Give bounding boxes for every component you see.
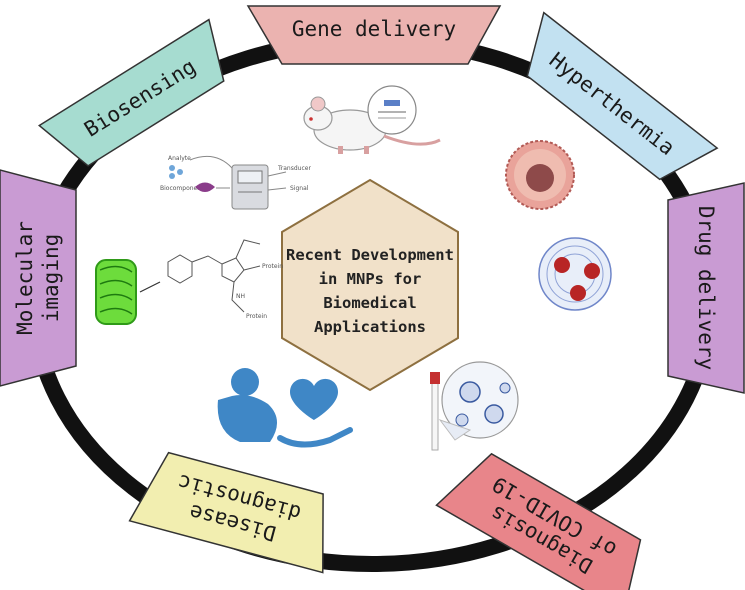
center-line-2: in MNPs for: [319, 270, 422, 288]
segment-drug-delivery: Drug delivery: [667, 182, 745, 394]
molecular-banner: [0, 169, 77, 387]
biosensor-analyte-label: Analyte: [168, 155, 191, 162]
biosensor-device-icon: Analyte Biocomponent Transducer Signal: [160, 155, 311, 210]
hyperthermia-banner: [526, 11, 719, 181]
segment-biosensing: Biosensing: [38, 18, 225, 167]
center-line-4: Applications: [314, 318, 426, 336]
segment-covid: Diagnosis of COVID-19: [435, 452, 642, 590]
segment-hyperthermia: Hyperthermia: [526, 11, 719, 181]
nanoparticle-cluster-icon: [538, 237, 612, 311]
covid-banner: [435, 452, 642, 590]
disease-banner: [128, 451, 324, 574]
molecular-label-line2: imaging: [39, 234, 63, 323]
biosensor-bio-label: Biocomponent: [160, 185, 204, 192]
molecule-label-2: NH: [236, 293, 245, 300]
center-line-1: Recent Development: [286, 246, 454, 264]
molecule-label-1: Protein: [262, 263, 283, 270]
segment-gene-delivery: Gene delivery: [246, 5, 502, 65]
virus-magnifier-icon: [430, 361, 519, 451]
hexagon-shape: [281, 178, 459, 392]
center-line-3: Biomedical: [323, 294, 416, 312]
tumor-cell-icon: [505, 140, 575, 210]
center-hexagon: Recent Development in MNPs for Biomedica…: [281, 178, 459, 392]
mouse-icon: [303, 85, 441, 154]
green-fluorescent-protein-icon: [95, 259, 161, 325]
biosensing-banner: [38, 18, 225, 167]
molecule-diagram: Protein NH Protein: [167, 239, 283, 320]
biosensor-transducer-label: Transducer: [277, 165, 311, 172]
molecular-label-line1: Molecular: [13, 221, 37, 335]
gene-delivery-banner: [246, 5, 502, 65]
gene-delivery-label: Gene delivery: [292, 17, 456, 41]
drug-delivery-banner: [667, 182, 745, 394]
biosensor-signal-label: Signal: [290, 185, 309, 192]
molecule-label-3: Protein: [246, 313, 267, 320]
segment-disease: Disease diagnostic: [128, 451, 324, 574]
drug-delivery-label: Drug delivery: [694, 206, 718, 370]
segment-molecular: Molecular imaging: [0, 169, 77, 387]
care-heart-icon: [217, 368, 353, 448]
